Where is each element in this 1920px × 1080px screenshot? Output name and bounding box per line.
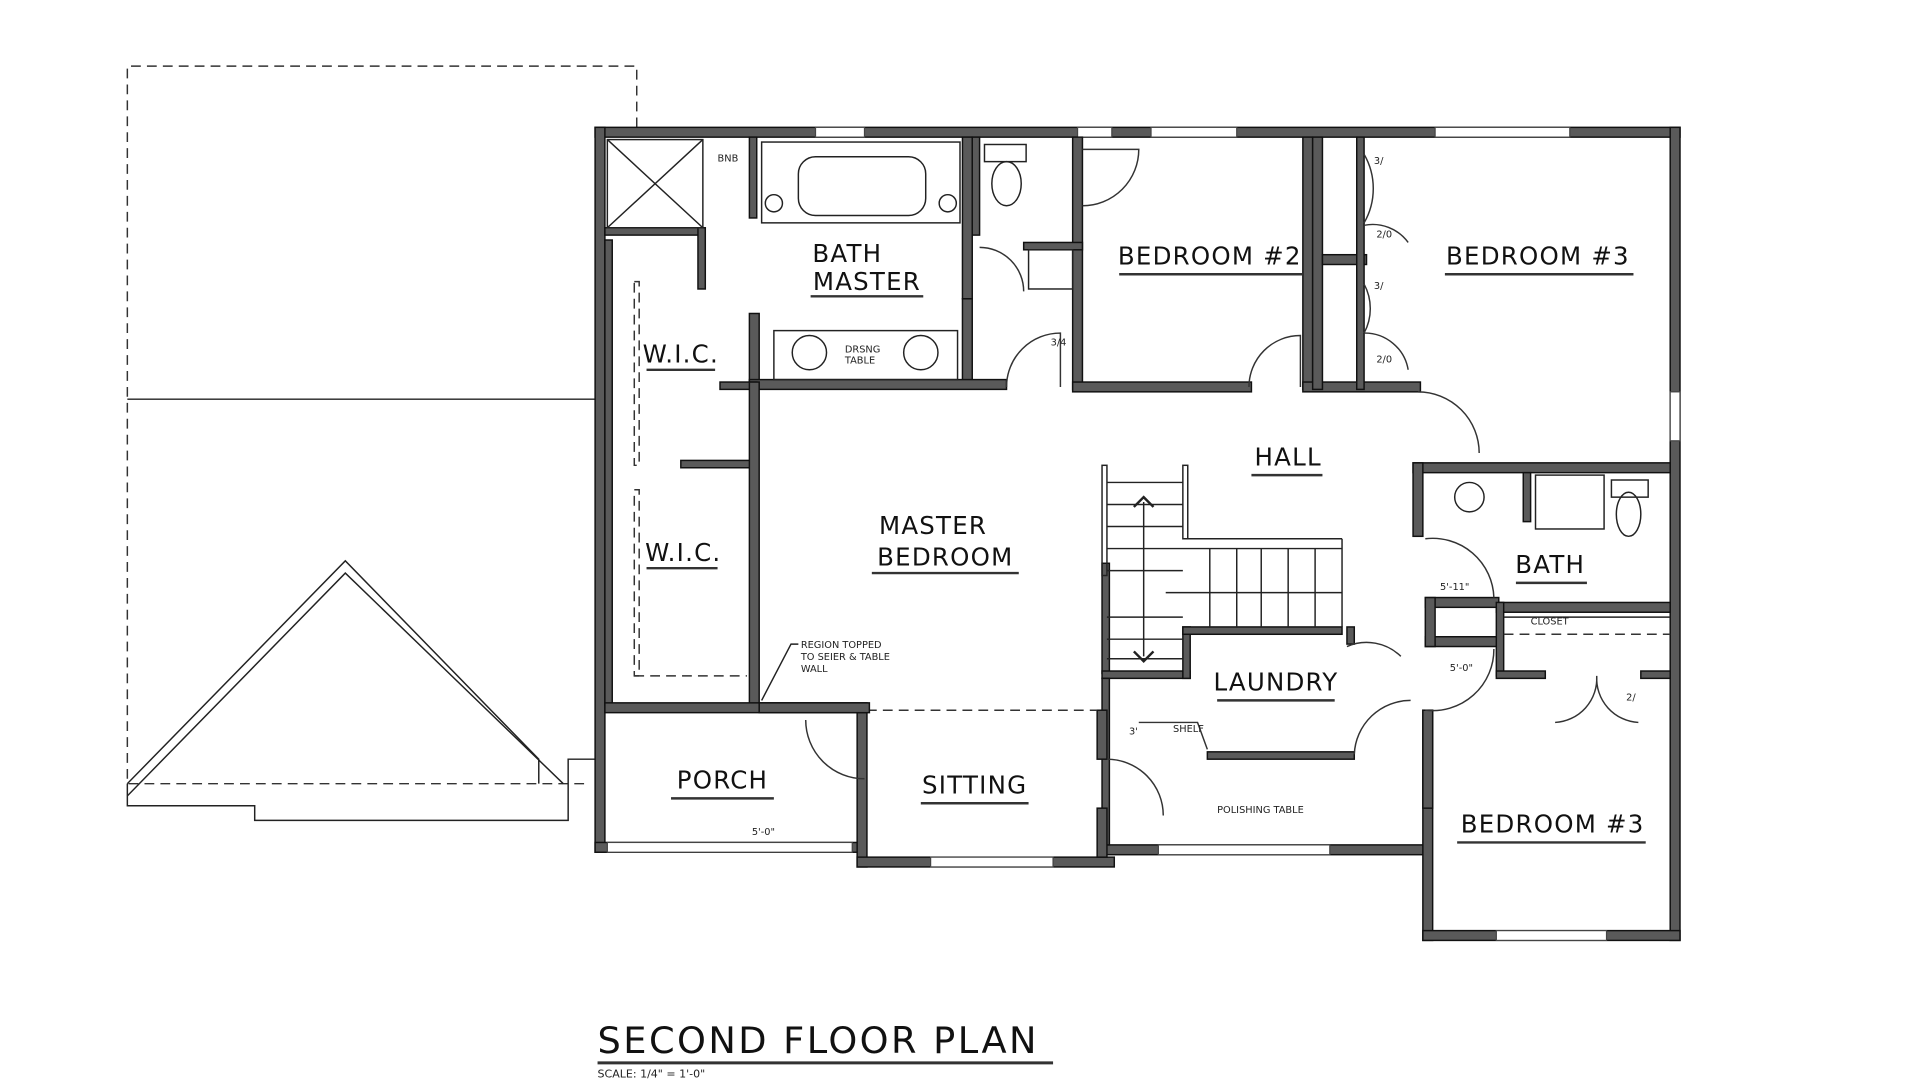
note-door-closet: 2/ [1626,692,1636,703]
note-region-3: WALL [801,664,828,675]
fixtures [760,141,1649,538]
label-bedroom-2: BEDROOM #2 [1118,241,1302,270]
label-master-bedroom-2: BEDROOM [877,543,1013,572]
note-bath-dim-1: 5'-11" [1440,582,1469,593]
roof-outline [126,65,638,822]
plan-scale: SCALE: 1/4" = 1'-0" [598,1068,706,1080]
label-bath-master-1: BATH [812,239,882,268]
note-door-hall: 3/4 [1051,337,1067,348]
note-door-2-0-b: 2/0 [1376,354,1392,365]
note-laundry-dim: 3' [1129,727,1138,738]
label-bedroom-3-bottom: BEDROOM #3 [1461,810,1645,839]
interior-walls [604,136,1671,858]
note-bath-dim-2: 5'-0" [1450,663,1473,674]
label-bath-master-2: MASTER [813,267,921,296]
label-porch: PORCH [677,766,768,795]
label-wic-top: W.I.C. [643,339,719,368]
note-polishing-table: POLISHING TABLE [1217,805,1304,816]
label-laundry: LAUNDRY [1213,668,1338,697]
note-door-small-b: 3/ [1374,281,1384,292]
plan-title: SECOND FLOOR PLAN [598,1019,1039,1062]
doors [804,148,1639,816]
label-master-bedroom-1: MASTER [879,511,987,540]
label-wic-bottom: W.I.C. [645,538,721,567]
note-dressing-table-2: TABLE [844,356,875,367]
windows [606,126,1681,942]
note-door-2-0-a: 2/0 [1376,230,1392,241]
note-shower-bench: BNB [718,154,739,165]
title-block: SECOND FLOOR PLAN SCALE: 1/4" = 1'-0" [597,1019,1054,1080]
note-porch-dim: 5'-0" [752,827,775,838]
annotations: BNB DRSNG TABLE REGION TOPPED TO SEIER &… [718,154,1637,838]
staircase [1106,481,1343,663]
label-bedroom-3-top: BEDROOM #3 [1446,241,1630,270]
note-region-1: REGION TOPPED [801,640,882,651]
room-labels: BATH MASTER BEDROOM #2 BEDROOM #3 W.I.C.… [643,239,1646,844]
note-door-small-a: 3/ [1374,156,1384,167]
label-hall: HALL [1255,442,1322,471]
note-closet: CLOSET [1531,616,1569,627]
note-dressing-table-1: DRSNG [845,345,880,356]
note-laundry-shelf: SHELF [1173,724,1204,735]
label-bath: BATH [1515,550,1585,579]
label-sitting: SITTING [922,770,1027,799]
note-region-2: TO SEIER & TABLE [800,652,890,663]
